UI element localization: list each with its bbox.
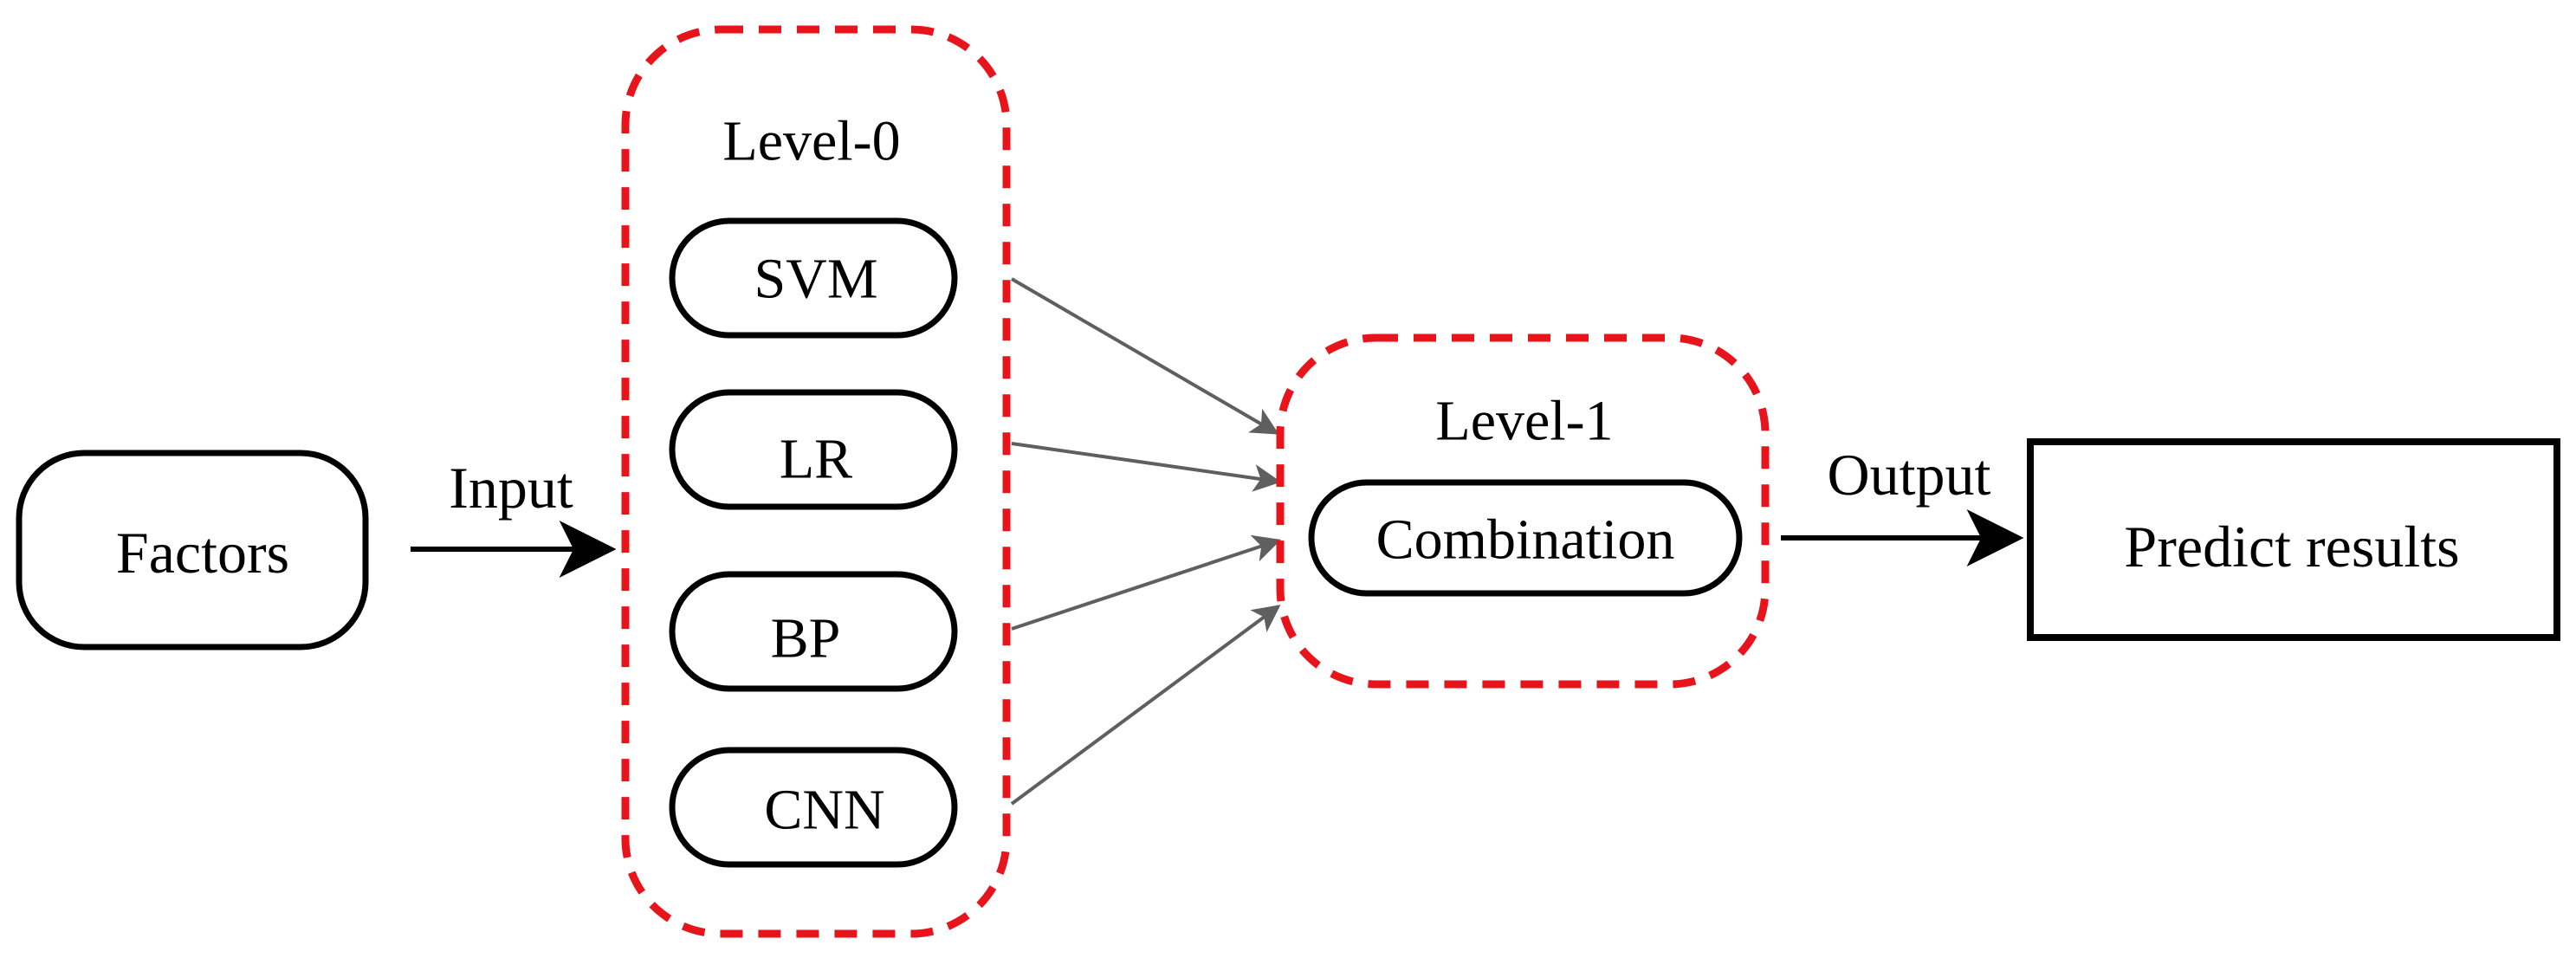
model-connectors [1010,277,1282,806]
model-node-svm: SVM [669,217,958,339]
level-0-group: Level-0 SVM LR BP CNN [621,25,1011,938]
factors-node: Factors [16,450,369,651]
model-node-bp: BP [669,571,958,692]
output-label: Output [1828,442,1991,508]
model-label-svm: SVM [754,248,877,311]
connector-bp [1011,534,1282,631]
input-arrow: Input [411,455,617,578]
level-0-title: Level-0 [722,110,900,173]
model-label-cnn: CNN [764,779,884,842]
output-arrow: Output [1781,442,2024,566]
combination-node: Combination [1308,479,1743,597]
connector-cnn [1010,605,1281,806]
model-node-lr: LR [669,389,958,510]
input-label: Input [449,455,573,521]
factors-label: Factors [116,520,289,586]
predict-results-node: Predict results [2027,438,2560,641]
model-label-lr: LR [780,428,852,491]
combination-label: Combination [1376,508,1675,572]
model-node-cnn: CNN [669,747,958,868]
level-1-title: Level-1 [1435,390,1613,453]
connector-lr [1011,442,1282,492]
level-1-group: Level-1 Combination [1276,333,1770,689]
predict-results-label: Predict results [2124,514,2459,579]
model-label-bp: BP [771,607,841,670]
connector-svm [1010,277,1279,435]
